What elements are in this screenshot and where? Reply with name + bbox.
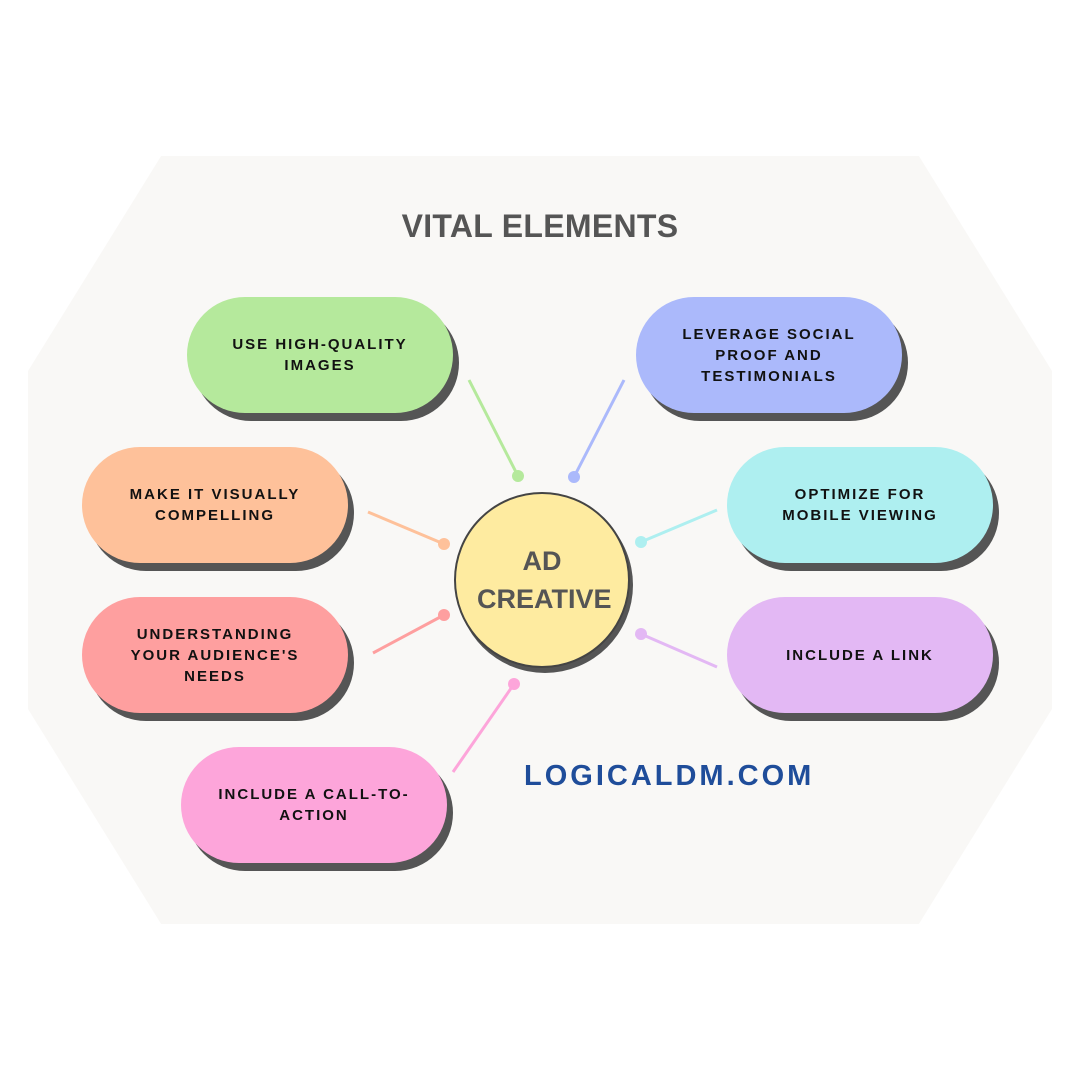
website-link[interactable]: LOGICALDM.COM [524,760,815,792]
connector-visual [367,510,450,550]
node-audience: UNDERSTANDING YOUR AUDIENCE'S NEEDS [82,597,348,713]
node-label: OPTIMIZE FOR MOBILE VIEWING [782,486,938,524]
node-social: LEVERAGE SOCIAL PROOF AND TESTIMONIALS [636,297,902,413]
connector-cta [451,678,520,773]
hub-label: AD CREATIVE [477,546,612,614]
connector-link [635,628,718,669]
page-title: VITAL ELEMENTS [401,208,679,244]
node-cta: INCLUDE A CALL-TO-ACTION [181,747,447,863]
node-label: USE HIGH-QUALITY IMAGES [232,336,408,374]
node-label: INCLUDE A LINK [786,646,934,664]
node-label: UNDERSTANDING YOUR AUDIENCE'S NEEDS [130,625,300,685]
node-label: MAKE IT VISUALLY COMPELLING [129,486,301,524]
node-label: LEVERAGE SOCIAL PROOF AND TESTIMONIALS [682,325,856,385]
node-label: INCLUDE A CALL-TO-ACTION [218,786,410,824]
hub-circle: AD CREATIVE [454,492,630,668]
node-link: INCLUDE A LINK [727,597,993,713]
connector-mobile [635,508,718,548]
connector-images [467,379,524,482]
connector-audience [372,609,450,655]
node-visual: MAKE IT VISUALLY COMPELLING [82,447,348,563]
node-images: USE HIGH-QUALITY IMAGES [187,297,453,413]
connector-social [568,379,626,483]
node-mobile: OPTIMIZE FOR MOBILE VIEWING [727,447,993,563]
